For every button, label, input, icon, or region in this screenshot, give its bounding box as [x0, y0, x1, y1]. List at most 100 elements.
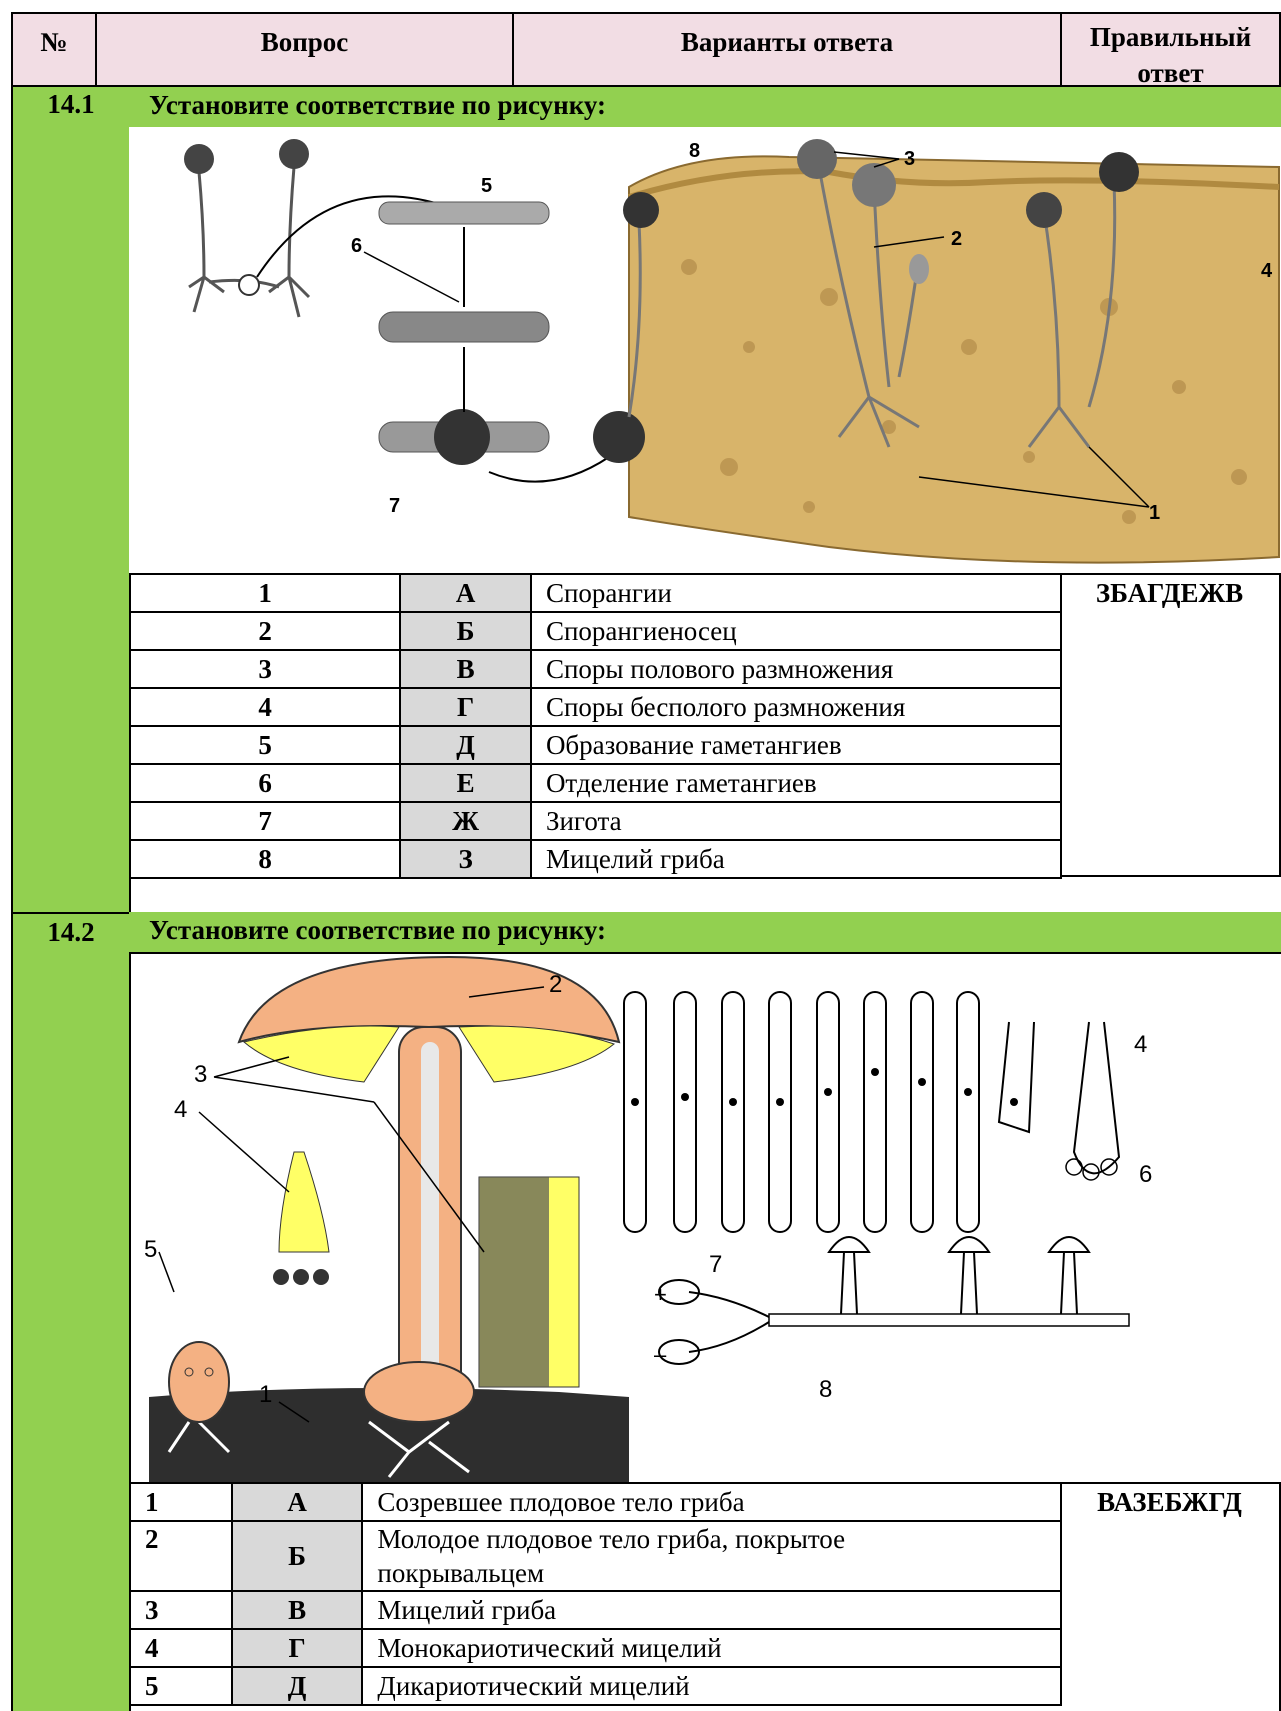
- q2-row-text: Мицелий гриба: [362, 1591, 1061, 1629]
- fig2-label-1: 1: [259, 1381, 272, 1408]
- q2-row-text: Созревшее плодовое тело гриба: [362, 1483, 1061, 1521]
- q1-row-text: Зигота: [531, 802, 1061, 840]
- q2-row-text-line2: покрывальцем: [377, 1558, 544, 1588]
- table-row: 1АСпорангии: [130, 574, 1061, 612]
- fig2-label-5: 5: [144, 1236, 157, 1263]
- q1-answer-cell: ЗБАГДЕЖВ: [1060, 573, 1281, 877]
- q1-row-num: 2: [130, 612, 400, 650]
- q2-row-text: Молодое плодовое тело гриба, покрытое пок…: [362, 1521, 1061, 1591]
- basidiospores: [273, 1269, 329, 1285]
- q2-row-letter: Б: [232, 1521, 363, 1591]
- q1-row-num: 7: [130, 802, 400, 840]
- q2-row-text-line1: Молодое плодовое тело гриба, покрытое: [377, 1524, 845, 1554]
- q2-title: Установите соответствие по рисунку:: [149, 915, 606, 945]
- fig2-label-7: 7: [709, 1251, 722, 1278]
- q1-row-num: 4: [130, 688, 400, 726]
- q1-answer: ЗБАГДЕЖВ: [1060, 575, 1279, 611]
- sporangium-bread-1: [623, 192, 659, 228]
- volva: [364, 1362, 474, 1422]
- fig1-label-5: 5: [481, 175, 492, 197]
- q1-row-num: 5: [130, 726, 400, 764]
- sporangium-left-1: [184, 144, 214, 174]
- q2-title-row: Установите соответствие по рисунку:: [129, 912, 1281, 954]
- q1-row-num: 6: [130, 764, 400, 802]
- q1-row-text: Спорангиеносец: [531, 612, 1061, 650]
- q2-row-num: 2: [130, 1521, 232, 1591]
- fig2-label-8: 8: [819, 1376, 832, 1403]
- header-answer: Правильный ответ: [1060, 12, 1281, 87]
- gill-section-shade: [479, 1177, 549, 1387]
- q1-row-text: Образование гаметангиев: [531, 726, 1061, 764]
- zygote: [434, 409, 490, 465]
- q1-title: Установите соответствие по рисунку:: [149, 90, 606, 120]
- fig2-label-minus: –: [654, 1342, 667, 1367]
- q2-number: 14.2: [11, 915, 131, 955]
- q2-figure: 2 3 4 5 1: [129, 952, 1281, 1484]
- hyphae-nuclei: [631, 1068, 1018, 1106]
- q2-row-num: 5: [130, 1667, 232, 1705]
- bread-slice: [629, 156, 1279, 562]
- gametangia-stage-1: [379, 202, 549, 224]
- q1-row-letter: Ж: [400, 802, 531, 840]
- fig2-label-2: 2: [549, 971, 562, 998]
- header-question: Вопрос: [95, 12, 514, 87]
- q2-row-num: 1: [130, 1483, 232, 1521]
- q1-spacer-row: [129, 875, 1281, 914]
- q1-figure: 8 3 2 4 1 5 6 7: [129, 127, 1281, 575]
- q1-row-letter: Е: [400, 764, 531, 802]
- young-fruit-body: [169, 1342, 229, 1422]
- basidium: [279, 1152, 329, 1252]
- q2-row-letter: А: [232, 1483, 363, 1521]
- fig2-label-6: 6: [1139, 1161, 1152, 1188]
- q1-row-letter: Б: [400, 612, 531, 650]
- arrow-to-bread: [489, 457, 609, 482]
- q1-row-text: Мицелий гриба: [531, 840, 1061, 878]
- q2-row-text: Монокариотический мицелий: [362, 1629, 1061, 1667]
- q2-row-letter: Д: [232, 1667, 363, 1705]
- fig2-label-4b: 4: [1134, 1031, 1147, 1058]
- q2-row-letter: Г: [232, 1629, 363, 1667]
- q2-row-letter: В: [232, 1591, 363, 1629]
- sporangium-bread-3: [852, 163, 896, 207]
- sporangium-young: [909, 254, 929, 284]
- zoom-circle: [239, 275, 259, 295]
- sporangium-bread-2: [797, 139, 837, 179]
- basidiomycete-illustration: 2 3 4 5 1: [129, 952, 1281, 1482]
- q2-row-text: Дикариотический мицелий: [362, 1667, 1061, 1705]
- q2-answer-cell: ВАЗЕБЖГД: [1060, 1482, 1281, 1711]
- fig2-label-3: 3: [194, 1061, 207, 1088]
- fig1-label-1: 1: [1149, 502, 1160, 524]
- fig1-label-7: 7: [389, 495, 400, 517]
- number-column: [11, 87, 131, 1711]
- header-options-text: Варианты ответа: [681, 24, 893, 60]
- q2-row-num: 4: [130, 1629, 232, 1667]
- q1-row-num: 8: [130, 840, 400, 878]
- zygote-on-bread: [593, 411, 645, 463]
- table-row: 4ГСпоры бесполого размножения: [130, 688, 1061, 726]
- small-mushrooms: [829, 1237, 1089, 1314]
- q1-row-text: Отделение гаметангиев: [531, 764, 1061, 802]
- q1-row-letter: З: [400, 840, 531, 878]
- fig2-label-plus: +: [654, 1282, 667, 1307]
- gametangia-stage-2: [379, 312, 549, 342]
- sporangium-bread-5: [1099, 152, 1139, 192]
- fusing-hyphae: [689, 1292, 769, 1352]
- q1-row-text: Споры полового размножения: [531, 650, 1061, 688]
- mucor-life-cycle-illustration: 8 3 2 4 1 5 6 7: [129, 127, 1281, 573]
- header-options: Варианты ответа: [512, 12, 1062, 87]
- q1-row-letter: Д: [400, 726, 531, 764]
- basidiospore-ring: [1066, 1159, 1117, 1180]
- stem-hollow: [421, 1042, 439, 1372]
- fig1-label-6: 6: [351, 235, 362, 257]
